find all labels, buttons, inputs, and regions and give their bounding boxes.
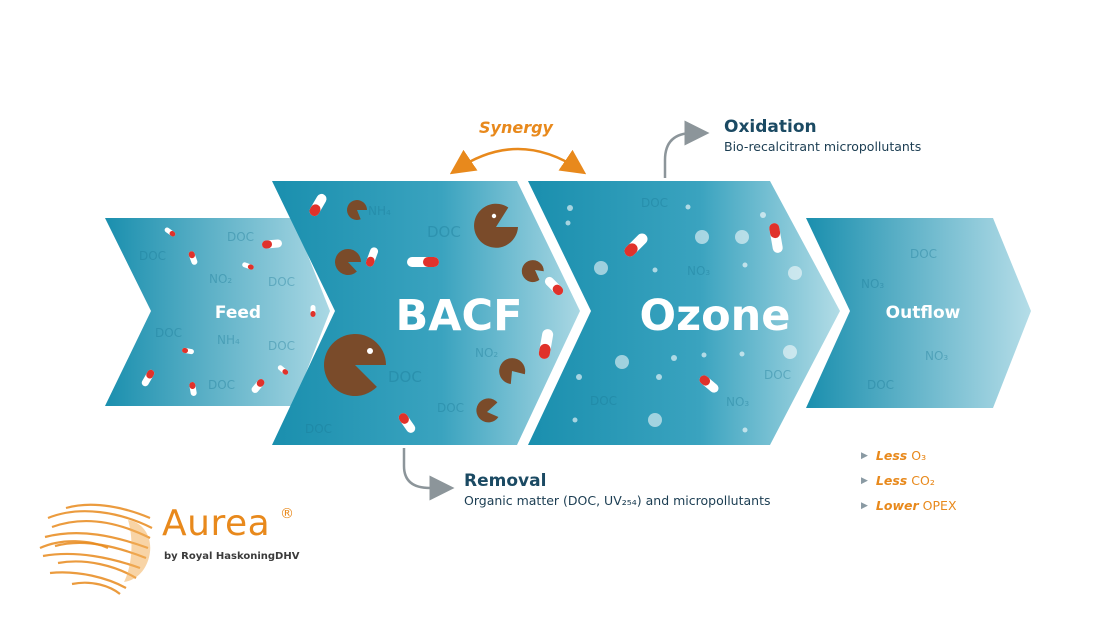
ozone-chevron (528, 181, 840, 445)
outflow-label: NO₃ (861, 277, 884, 291)
ozone-label: DOC (590, 394, 617, 408)
pill-icon (310, 305, 316, 317)
outflow-label: NO₃ (925, 349, 948, 363)
ozone-label: DOC (641, 196, 668, 210)
benefit-target: OPEX (922, 498, 957, 513)
aurea-logo-text: Aurea (162, 503, 271, 544)
removal-arrow (402, 448, 455, 501)
feed-label: DOC (268, 339, 295, 353)
pacman-icon (474, 203, 518, 248)
bacf-label: NH₄ (368, 204, 391, 218)
pill-icon (277, 365, 289, 375)
stage-outflow-label: Outflow (886, 303, 961, 323)
pill-icon (365, 247, 379, 267)
benefit-item: ▶ Less CO₂ (861, 468, 957, 493)
pill-icon (164, 227, 176, 237)
benefit-item: ▶ Less O₃ (861, 443, 957, 468)
feed-label: DOC (155, 326, 182, 340)
pill-icon (188, 251, 198, 265)
benefit-word: Lower (875, 498, 919, 513)
oxidation-desc: Bio-recalcitrant micropollutants (724, 139, 922, 154)
bacf-label: DOC (427, 223, 461, 241)
outflow-label: DOC (867, 378, 894, 392)
stage-bacf-label: BACF (396, 291, 523, 341)
pill-icon (398, 413, 416, 433)
synergy-label: Synergy (479, 118, 553, 137)
pill-icon (538, 329, 554, 359)
bullet-triangle-icon: ▶ (861, 475, 868, 486)
ozone-label: NO₃ (687, 264, 710, 278)
pacman-icon (499, 358, 526, 384)
stage-feed-label: Feed (215, 303, 261, 323)
outflow-label: DOC (910, 247, 937, 261)
benefit-target: CO₂ (911, 473, 935, 488)
registered-mark: ® (280, 506, 294, 522)
pill-icon (699, 375, 719, 393)
pills (141, 193, 783, 433)
pill-icon (309, 193, 327, 217)
ozone-bubbles (565, 204, 802, 433)
aurea-byline: by Royal HaskoningDHV (164, 551, 300, 562)
pacman-icon (335, 249, 361, 276)
pacman-icon (521, 260, 544, 283)
pacman-icon (476, 398, 499, 423)
pill-icon (141, 369, 155, 387)
bullet-triangle-icon: ▶ (861, 450, 868, 461)
feed-label: DOC (139, 249, 166, 263)
bullet-triangle-icon: ▶ (861, 500, 868, 511)
pill-icon (262, 239, 282, 249)
benefit-word: Less (875, 473, 908, 488)
ozone-label: NO₃ (726, 395, 749, 409)
bacf-label: DOC (388, 368, 422, 386)
benefits-list: ▶ Less O₃ ▶ Less CO₂ ▶ Lower OPEX (861, 443, 957, 518)
feed-chevron (105, 218, 330, 406)
feed-label: NH₄ (217, 333, 240, 347)
bacf-label: NO₂ (475, 346, 498, 360)
feed-label: DOC (208, 378, 235, 392)
pill-icon (251, 379, 265, 393)
pill-icon (242, 262, 254, 270)
removal-title: Removal (464, 471, 547, 491)
benefit-item: ▶ Lower OPEX (861, 493, 957, 518)
pill-icon (189, 382, 197, 396)
bacf-label: DOC (305, 422, 332, 436)
feed-label: DOC (268, 275, 295, 289)
bacteria (324, 200, 544, 423)
feed-label: DOC (227, 230, 254, 244)
oxidation-title: Oxidation (724, 117, 817, 137)
feed-label: NO₂ (209, 272, 232, 286)
oxidation-arrow (663, 120, 710, 178)
pacman-icon (347, 200, 367, 221)
aurea-face (124, 520, 151, 582)
stage-ozone-label: Ozone (640, 291, 791, 341)
benefit-target: O₃ (911, 448, 927, 463)
pill-icon (624, 233, 648, 257)
pill-icon (544, 276, 564, 296)
synergy-arrow (449, 147, 587, 175)
ozone-label: DOC (764, 368, 791, 382)
outflow-chevron (806, 218, 1031, 408)
removal-desc: Organic matter (DOC, UV₂₅₄) and micropol… (464, 493, 771, 508)
pill-icon (407, 257, 439, 267)
pill-icon (769, 223, 783, 253)
benefit-word: Less (875, 448, 908, 463)
bacf-label: DOC (437, 401, 464, 415)
pill-icon (182, 347, 194, 355)
